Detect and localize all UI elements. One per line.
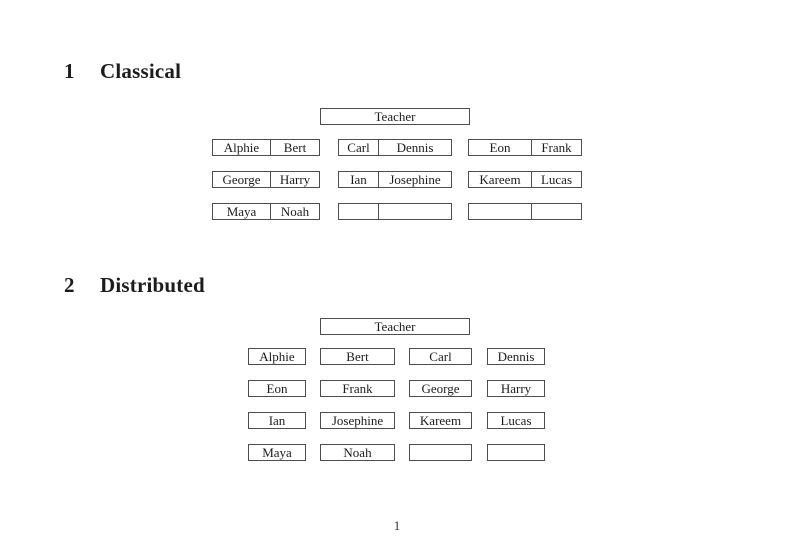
student-box: Alphie (248, 348, 306, 365)
section-number: 2 (64, 273, 75, 297)
desk-cell: Lucas (540, 172, 573, 187)
desk: Ian Josephine (338, 171, 452, 188)
section-title: Distributed (100, 273, 205, 297)
desk: Eon Frank (468, 139, 582, 156)
desk-cell: Noah (280, 204, 310, 219)
desk-cell: Alphie (213, 140, 271, 155)
desk-cell (532, 204, 581, 219)
teacher-label: Teacher (374, 109, 416, 124)
section-heading-distributed: 2 Distributed (64, 275, 205, 296)
student-box: Maya (248, 444, 306, 461)
section-heading-classical: 1 Classical (64, 61, 181, 82)
student-box-empty (487, 444, 545, 461)
teacher-box-distributed: Teacher (320, 318, 470, 335)
page-number: 1 (393, 518, 401, 533)
desk: Carl Dennis (338, 139, 452, 156)
desk-empty (468, 203, 582, 220)
student-box: Ian (248, 412, 306, 429)
section-number: 1 (64, 59, 75, 83)
desk: Alphie Bert (212, 139, 320, 156)
desk-cell: Josephine (389, 172, 441, 187)
desk-cell: Bert (283, 140, 307, 155)
desk-cell: Eon (469, 140, 532, 155)
teacher-label: Teacher (374, 319, 416, 334)
student-box: George (409, 380, 472, 397)
teacher-box-classical: Teacher (320, 108, 470, 125)
desk: Maya Noah (212, 203, 320, 220)
desk-empty (338, 203, 452, 220)
student-box: Noah (320, 444, 395, 461)
student-box: Dennis (487, 348, 545, 365)
desk: George Harry (212, 171, 320, 188)
student-box: Eon (248, 380, 306, 397)
desk-cell (379, 204, 451, 219)
desk-cell: George (213, 172, 271, 187)
desk-cell: Carl (339, 140, 379, 155)
student-box: Lucas (487, 412, 545, 429)
desk-cell: Dennis (396, 140, 434, 155)
desk-cell (339, 204, 379, 219)
desk: Kareem Lucas (468, 171, 582, 188)
student-box: Frank (320, 380, 395, 397)
desk-cell: Ian (339, 172, 379, 187)
desk-cell: Frank (541, 140, 572, 155)
student-box: Josephine (320, 412, 395, 429)
desk-cell: Harry (279, 172, 311, 187)
student-box-empty (409, 444, 472, 461)
desk-cell: Maya (213, 204, 271, 219)
section-title: Classical (100, 59, 182, 83)
student-box: Kareem (409, 412, 472, 429)
desk-cell (469, 204, 532, 219)
student-box: Carl (409, 348, 472, 365)
desk-cell: Kareem (469, 172, 532, 187)
student-box: Harry (487, 380, 545, 397)
student-box: Bert (320, 348, 395, 365)
